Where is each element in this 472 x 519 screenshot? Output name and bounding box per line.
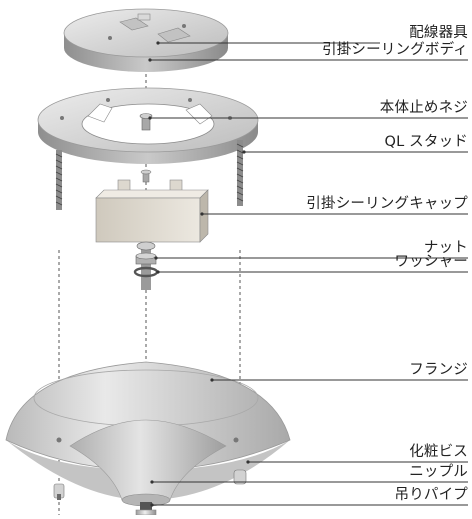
threaded-shaft [136,241,156,290]
label-body-screw: 本体止めネジ [379,100,468,116]
label-washer: ワッシャー [394,254,468,270]
label-ceiling-body: 引掛シーリングボディ [322,42,468,58]
leader-lines [150,42,468,506]
flange-cone [69,419,227,507]
nut [135,252,157,265]
body-screw [139,113,153,131]
label-flange: フランジ [409,362,468,378]
leader-dots [148,41,250,507]
label-wiring-fixture: 配線器具 [409,25,468,41]
ql-stud-right [236,140,244,206]
label-nipple: ニップル [409,464,468,480]
nipple [140,502,152,512]
label-ceiling-cap: 引掛シーリングキャップ [306,196,468,212]
label-nut: ナット [423,240,468,256]
hanging-pipe [135,509,157,516]
decorative-screw-right [233,469,247,485]
label-ql-stud: QL スタッド [384,134,468,150]
ql-stud-left [55,150,63,210]
label-decorative-screw: 化粧ビス [409,444,468,460]
label-hanging-pipe: 吊りパイプ [394,487,468,503]
cap-screw [140,169,152,183]
decorative-screw-left [53,483,65,500]
ceiling-cap-box [95,179,209,243]
ceiling-body-disc [63,8,229,72]
